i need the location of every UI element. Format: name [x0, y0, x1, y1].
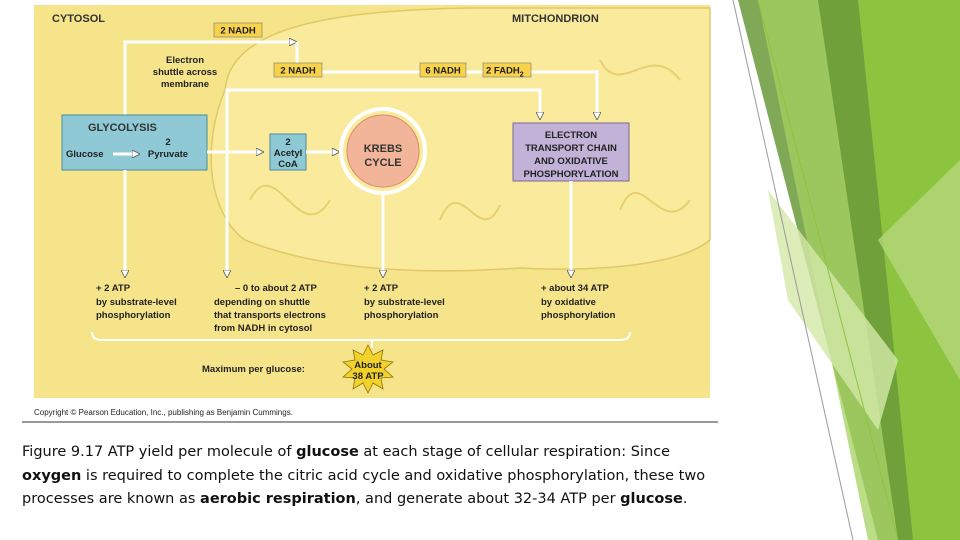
krebs-atp-desc-2: phosphorylation [364, 310, 439, 321]
mitochondrion-label: MITCHONDRION [512, 13, 599, 25]
deco-pale-triangle [768, 190, 898, 430]
glycolysis-atp-label: + 2 ATP [96, 283, 131, 294]
etc-atp-desc-2: phosphorylation [541, 310, 616, 321]
deco-line-2 [757, 0, 899, 540]
etc-line-4: PHOSPHORYLATION [523, 169, 618, 180]
fadh2-badge [482, 62, 532, 78]
glycolysis-atp-desc-2: phosphorylation [96, 310, 171, 321]
cristae-lines [249, 59, 691, 221]
shuttle-atp-label: – 0 to about 2 ATP [235, 283, 317, 294]
fadh2-label: 2 FADH2 [486, 66, 524, 79]
nadh-top-badge [213, 22, 263, 38]
etc-line-2: TRANSPORT CHAIN [525, 143, 617, 154]
slide-decoration [732, 0, 960, 540]
pyruvate-label: Pyruvate [148, 149, 188, 160]
glycolysis-atp-desc-1: by substrate-level [96, 297, 177, 308]
nadh-mid-badge [273, 62, 323, 78]
krebs-line-2: CYCLE [364, 157, 401, 169]
acetyl-label: Acetyl [274, 148, 303, 159]
electron-shuttle-line-1: Electron [166, 55, 204, 66]
coa-label: CoA [278, 159, 298, 170]
pyruvate-count: 2 [165, 137, 170, 148]
etc-line-1: ELECTRON [545, 130, 597, 141]
shuttle-atp-desc-1: depending on shuttle [214, 297, 310, 308]
nadh-shuttle-arrow [123, 42, 295, 130]
figure-caption: Figure 9.17 ATP yield per molecule of gl… [22, 444, 706, 507]
cellular-respiration-diagram: CYTOSOL MITCHONDRION 2 NADH Electron shu… [22, 5, 718, 423]
glycolysis-box [61, 114, 208, 171]
glycolysis-title: GLYCOLYSIS [88, 122, 157, 134]
etc-atp-desc-1: by oxidative [541, 297, 596, 308]
cytosol-label: CYTOSOL [52, 13, 105, 25]
deco-right-triangle [878, 160, 960, 380]
total-brace [91, 331, 631, 341]
deco-line-1 [732, 0, 854, 540]
etc-box [512, 122, 630, 182]
krebs-cycle-ring [339, 107, 427, 195]
krebs-atp-desc-1: by substrate-level [364, 297, 445, 308]
krebs-to-etc-arrow [225, 88, 540, 225]
atp-burst-shape [342, 344, 394, 394]
etc-line-3: AND OXIDATIVE [534, 156, 608, 167]
krebs-line-1: KREBS [364, 143, 403, 155]
max-per-glucose-label: Maximum per glucose: [202, 364, 305, 375]
nadh-krebs-label: 6 NADH [425, 66, 461, 77]
shuttle-atp-desc-3: from NADH in cytosol [214, 323, 312, 334]
glucose-label: Glucose [66, 149, 104, 160]
max-value-line-2: 38 ATP [352, 371, 384, 382]
etc-atp-label: + about 34 ATP [541, 283, 609, 294]
max-value-line-1: About [354, 360, 382, 371]
electron-shuttle-line-2: shuttle across [153, 67, 217, 78]
shuttle-atp-desc-2: that transports electrons [214, 310, 326, 321]
electron-shuttle-line-3: membrane [161, 79, 209, 90]
nadh-krebs-badge [419, 62, 467, 78]
acetyl-count: 2 [285, 137, 290, 148]
nadh-top-label: 2 NADH [220, 26, 256, 37]
copyright-text: Copyright © Pearson Education, Inc., pub… [34, 408, 293, 417]
krebs-cycle-circle [346, 114, 420, 188]
nadh-mid-label: 2 NADH [280, 66, 316, 77]
krebs-atp-label: + 2 ATP [364, 283, 399, 294]
